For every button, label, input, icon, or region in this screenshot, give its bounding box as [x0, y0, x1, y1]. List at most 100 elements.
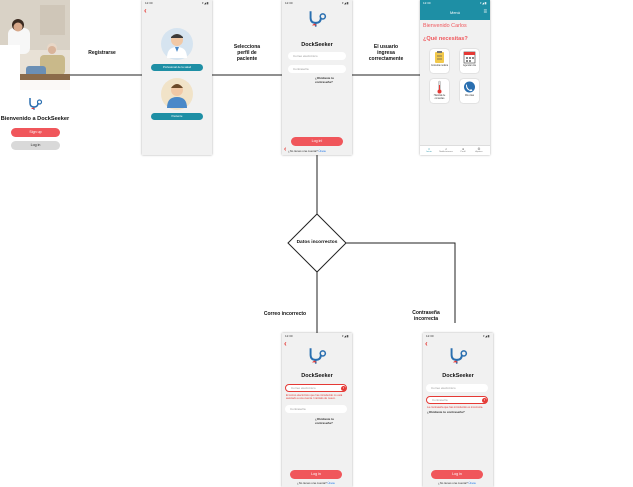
home-screen: 12:30▾◢▮ Menú ≡ Bienvenido Carlos ¿Qué n…: [420, 0, 490, 155]
label-line: incorrecta: [413, 316, 439, 322]
label-line: ingresa: [377, 50, 395, 56]
status-icons: ▾◢▮: [342, 1, 349, 5]
join-link[interactable]: Únete: [318, 149, 326, 153]
login-screen: 12:30 ▾◢▮ DockSeeker Correo electrónico C…: [282, 0, 352, 155]
tile-label: Mis citas: [465, 95, 474, 97]
label-line: paciente: [236, 56, 258, 62]
status-bar: 12:30▾◢▮: [420, 0, 490, 6]
forgot-password-link[interactable]: ¿Olvidaste tu contraseña?: [427, 410, 465, 414]
status-bar: 12:30▾◢▮: [282, 333, 352, 339]
label-line: Contraseña: [412, 310, 440, 316]
join-link[interactable]: Únete: [327, 481, 335, 485]
email-error-screen: 12:30▾◢▮ ‹ DockSeeker Correo electrónico…: [282, 333, 352, 487]
no-account-text: ¿No tienes una cuenta?: [297, 481, 327, 485]
back-arrow-icon[interactable]: ‹: [425, 339, 428, 348]
tile-schedule[interactable]: Agendar cita: [460, 49, 479, 73]
patient-avatar[interactable]: [161, 78, 193, 110]
doctor-avatar[interactable]: [161, 28, 193, 60]
forgot-password-link[interactable]: ¿Olvidaste tu contraseña?: [315, 76, 335, 84]
back-arrow-icon[interactable]: ‹: [284, 146, 287, 153]
error-icon: !: [341, 385, 346, 391]
question: ¿Qué necesitas?: [423, 36, 468, 42]
hamburger-menu-icon[interactable]: ≡: [483, 9, 487, 15]
forgot-password-link[interactable]: ¿Olvidaste tu contraseña?: [315, 417, 335, 425]
welcome-title: Bienvenido a DockSeeker: [0, 116, 70, 122]
stethoscope-logo-icon: [309, 348, 327, 364]
back-arrow-icon[interactable]: ‹: [284, 339, 287, 348]
error-icon: !: [482, 397, 487, 403]
label-user-login: El usuario ingresa correctamente: [360, 44, 412, 62]
status-bar: 12:30 ▾◢▮: [423, 333, 493, 339]
user-icon: ●: [461, 147, 465, 151]
bell-icon: ♫: [444, 147, 448, 151]
nav-label: Notificaciones: [439, 151, 453, 153]
no-account-text: ¿No tienes una cuenta?: [438, 481, 468, 485]
thermometer-icon: [437, 80, 442, 94]
login-button[interactable]: Log in: [290, 470, 342, 479]
patient-button[interactable]: Paciente: [151, 113, 203, 120]
status-icons: ▾◢▮: [202, 1, 209, 5]
welcome-screen: Bienvenido a DockSeeker Sign up Log in: [0, 0, 70, 155]
tile-label: Consulta médica: [430, 65, 449, 67]
label-select-profile: Selecciona perfil de paciente: [222, 44, 272, 62]
app-name: DockSeeker: [301, 373, 333, 379]
signup-prompt: ¿No tienes una cuenta? Únete: [438, 481, 476, 485]
status-time: 12:30: [423, 1, 431, 5]
welcome-login-button[interactable]: Log in: [11, 141, 60, 150]
tile-consult[interactable]: Consulta médica: [430, 49, 449, 73]
nav-profile[interactable]: ● Perfil: [456, 147, 470, 153]
password-error-message: La contraseña que has introducido es inc…: [427, 406, 484, 409]
header-title: Menú: [449, 10, 460, 15]
stethoscope-logo-icon: [450, 348, 468, 364]
tile-label: Agendar cita: [463, 65, 476, 67]
email-field[interactable]: Correo electrónico: [426, 384, 488, 392]
signup-button[interactable]: Sign up: [11, 128, 60, 137]
home-icon: ⌂: [427, 147, 431, 151]
label-register: Registrarse: [88, 50, 116, 56]
health-professional-button[interactable]: Profesional de la salud: [151, 64, 203, 71]
back-arrow-icon[interactable]: ‹: [144, 6, 147, 15]
nav-notifications[interactable]: ♫ Notificaciones: [438, 147, 454, 153]
tile-label: Historial de consultas: [433, 95, 446, 100]
label-line: El usuario: [373, 44, 399, 50]
app-name: DockSeeker: [301, 42, 333, 48]
password-field[interactable]: Contraseña: [426, 396, 488, 404]
status-icons: ▾◢▮: [342, 334, 349, 338]
email-error-message: El correo electrónico que has introducid…: [286, 394, 343, 401]
password-field[interactable]: Contraseña: [285, 405, 347, 413]
status-time: 12:30: [426, 334, 434, 338]
app-name: DockSeeker: [442, 373, 474, 379]
status-icons: ▾◢▮: [483, 334, 490, 338]
clipboard-icon: [435, 51, 444, 63]
decision-label: Datos incorrectos: [296, 240, 338, 245]
nav-label: Perfil: [460, 151, 466, 153]
tile-appointments[interactable]: Mis citas: [460, 79, 479, 103]
greeting: Bienvenido Carlos: [423, 23, 467, 29]
label-wrong-password: Contraseña incorrecta: [400, 310, 452, 322]
status-time: 12:30: [285, 1, 293, 5]
nav-label: Ajustes: [475, 151, 483, 153]
no-account-text: ¿No tienes una cuenta?: [288, 149, 318, 153]
connector-decision-password: [346, 242, 456, 323]
password-error-screen: 12:30 ▾◢▮ ‹ DockSeeker Correo electrónico…: [423, 333, 493, 487]
signup-prompt: ¿No tienes una cuenta? Únete: [288, 149, 326, 153]
email-field[interactable]: Correo electrónico: [288, 52, 346, 60]
status-bar: 12:30▾◢▮: [142, 0, 212, 6]
bottom-nav: ⌂ Inicio ♫ Notificaciones ● Perfil ⚙ Aju…: [420, 145, 490, 155]
label-line: perfil de: [237, 50, 257, 56]
email-field[interactable]: Correo electrónico: [285, 384, 347, 392]
profile-screen: 12:30▾◢▮ ‹ Profesional de la salud Pacie…: [142, 0, 212, 155]
status-bar: 12:30 ▾◢▮: [282, 0, 352, 6]
label-wrong-email: Correo incorrecto: [263, 311, 307, 317]
login-button[interactable]: Log in: [431, 470, 483, 479]
nav-settings[interactable]: ⚙ Ajustes: [472, 147, 486, 153]
tile-history[interactable]: Historial de consultas: [430, 79, 449, 103]
home-header: 12:30▾◢▮ Menú ≡: [420, 0, 490, 20]
password-field[interactable]: Contraseña: [288, 65, 346, 73]
doctor-icon: [167, 34, 187, 58]
join-link[interactable]: Únete: [468, 481, 476, 485]
login-button[interactable]: Log in!: [291, 137, 343, 146]
nav-home[interactable]: ⌂ Inicio: [422, 147, 436, 153]
signup-prompt: ¿No tienes una cuenta? Únete: [297, 481, 335, 485]
